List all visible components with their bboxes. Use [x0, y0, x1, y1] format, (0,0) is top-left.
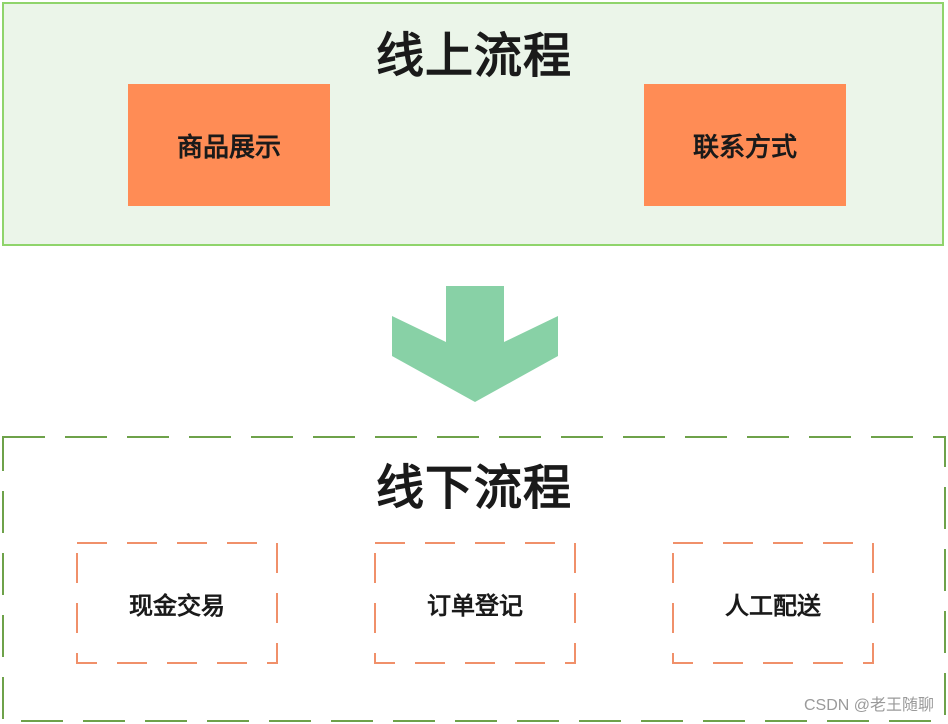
- cash-transaction-label: 现金交易: [129, 591, 225, 620]
- contact-info-label: 联系方式: [692, 132, 797, 163]
- offline-process-title: 线下流程: [375, 460, 572, 516]
- order-registration-box: 订单登记: [374, 542, 576, 664]
- cash-transaction-box: 现金交易: [76, 542, 278, 664]
- manual-delivery-label: 人工配送: [725, 591, 821, 620]
- down-arrow-icon: [392, 286, 558, 402]
- manual-delivery-box: 人工配送: [672, 542, 874, 664]
- offline-process-panel: [2, 436, 946, 722]
- product-display-box: 商品展示: [128, 84, 330, 206]
- watermark-text: CSDN @老王随聊: [803, 697, 934, 714]
- product-display-label: 商品展示: [176, 132, 281, 163]
- order-registration-label: 订单登记: [427, 591, 523, 620]
- online-process-title: 线上流程: [375, 28, 572, 84]
- contact-info-box: 联系方式: [644, 84, 846, 206]
